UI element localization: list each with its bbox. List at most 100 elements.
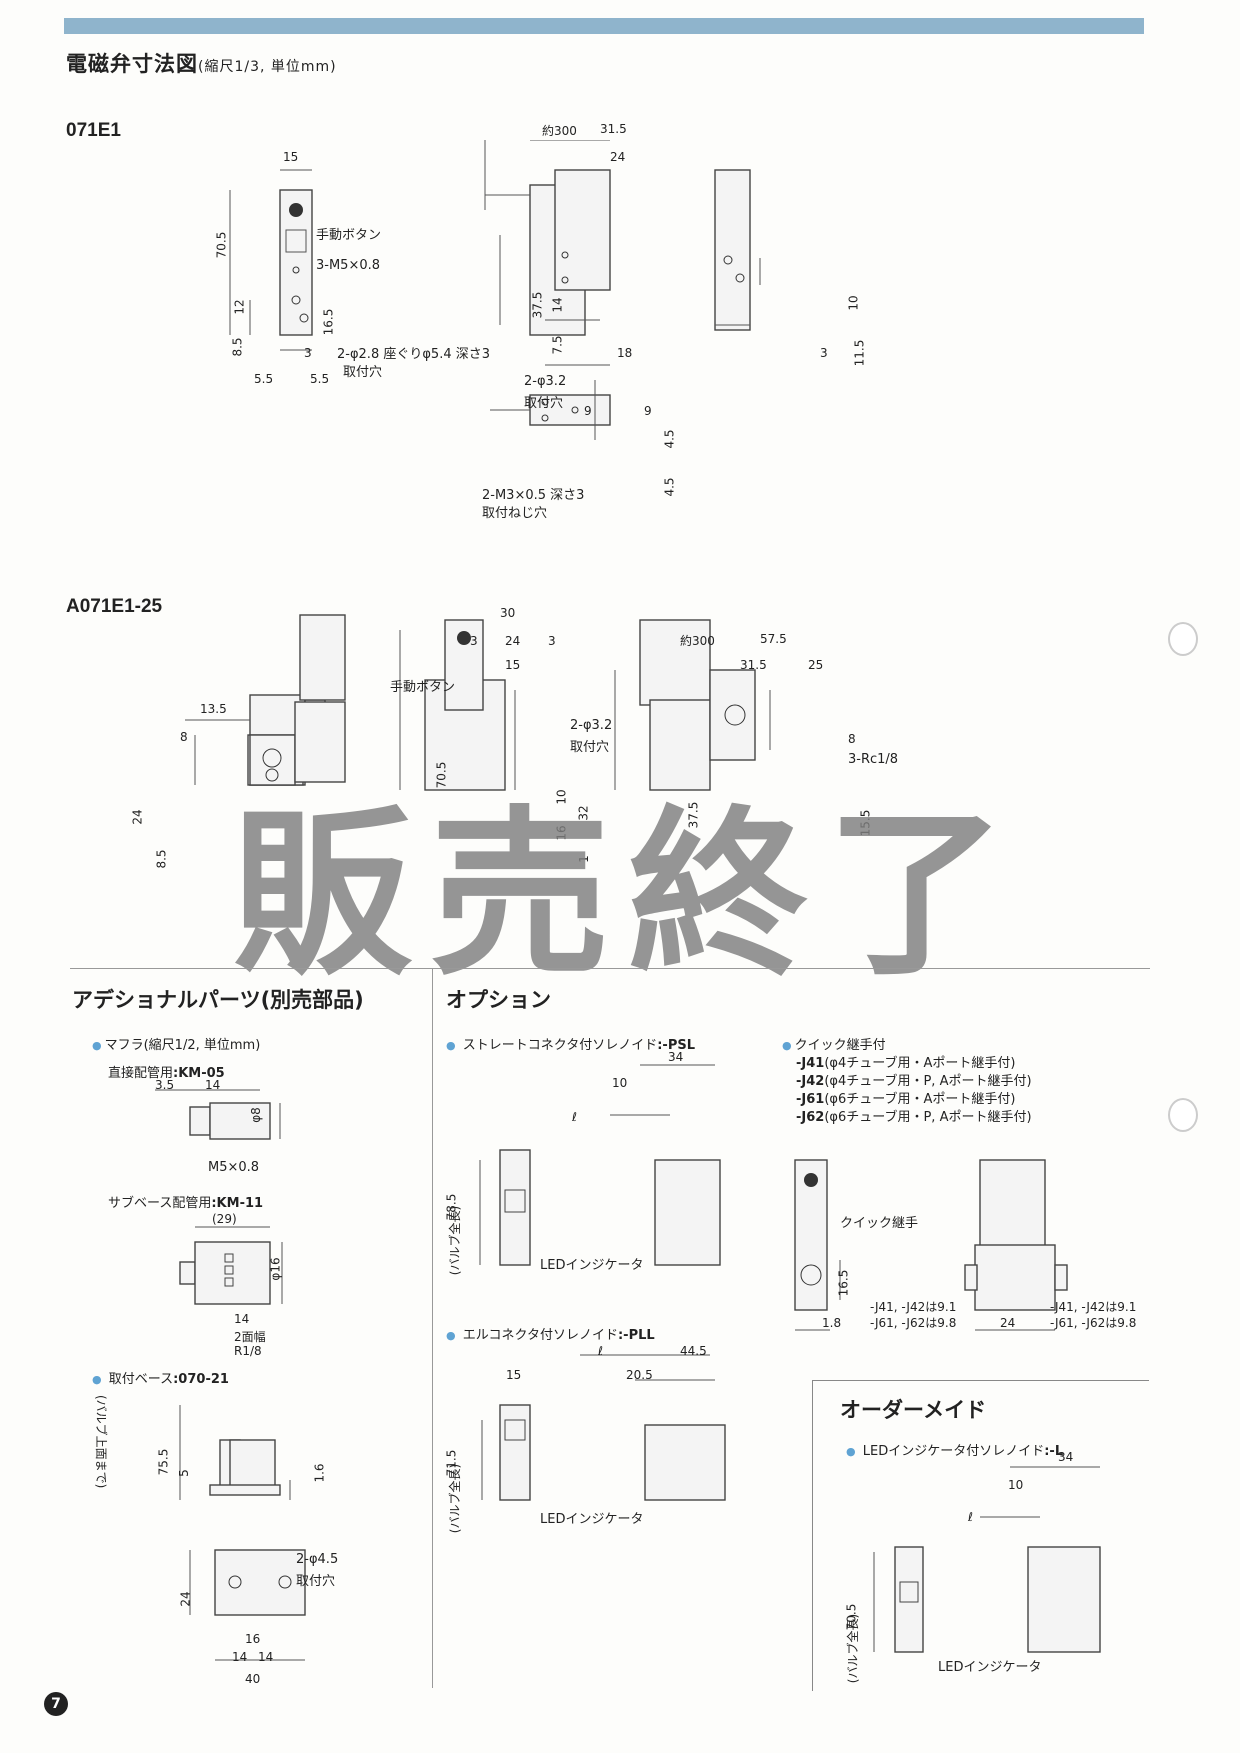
page-number: 7 (44, 1692, 68, 1716)
dim-label: (29) (212, 1212, 237, 1226)
dim-label: 8.5 (154, 849, 169, 869)
discontinued-watermark: 販売終了 (232, 791, 1025, 1000)
direct-piping-label: 直接配管用:KM-05 (108, 1066, 225, 1081)
dim-label: 24 (610, 150, 626, 164)
dim-label: 57.5 (760, 632, 787, 646)
order-made-drawing (873, 1466, 1101, 1653)
dim-label: 10 (846, 295, 861, 311)
valve-rear-body (714, 169, 751, 331)
model-071e1: 071E1 (66, 120, 121, 141)
valve-bottom-body (529, 394, 611, 426)
column-divider (432, 968, 433, 1688)
holes-label: 2-φ3.2 (570, 718, 613, 733)
dim-label: 3 (820, 346, 828, 360)
model-a071e1-25: A071E1-25 (66, 596, 163, 617)
dim-label: 10 (1008, 1478, 1024, 1492)
subbase-piping-label: サブベース配管用:KM-11 (108, 1196, 264, 1211)
dim-label: 4.5 (662, 477, 677, 497)
dim-label: φ8 (248, 1107, 263, 1123)
additional-parts-heading: アデショナルパーツ(別売部品) (72, 988, 364, 1012)
dim-label: φ16 (268, 1257, 283, 1281)
dim-label: 20.5 (626, 1368, 653, 1382)
screw-label: 取付ねじ穴 (482, 506, 548, 521)
dim-note: 14 (234, 1312, 250, 1326)
valve-side-coil (554, 169, 611, 291)
dim-label: 14 (550, 297, 565, 313)
muffler-label: マフラ(縮尺1/2, 単位mm) (92, 1034, 261, 1053)
psl-label: ストレートコネクタ付ソレノイド:-PSL (446, 1034, 695, 1053)
header-bar (64, 18, 1144, 34)
manual-button-label: 手動ボタン (390, 680, 456, 695)
dim-label: 13.5 (200, 702, 227, 716)
thread-label: M5×0.8 (208, 1160, 260, 1175)
side-holes-label: 2-φ3.2 (524, 374, 567, 389)
quick-note: -J61, -J62は9.8 (1050, 1316, 1137, 1330)
dim-label: 16.5 (836, 1269, 851, 1297)
dim-label: 24 (130, 809, 145, 825)
dim-label: 8 (180, 730, 188, 744)
ports-label: 3-M5×0.8 (316, 258, 381, 273)
base-holes-label: 2-φ4.5 (296, 1552, 339, 1567)
dim-label: 75.5 (156, 1448, 171, 1476)
dim-label: 14 (205, 1078, 221, 1092)
quick-note: -J41, -J42は9.1 (1050, 1300, 1137, 1314)
dim-note: 2面幅 (234, 1330, 266, 1344)
dim-label: 31.5 (600, 122, 627, 136)
pll-drawing (481, 1354, 726, 1501)
dim-label: 10 (612, 1076, 628, 1090)
dim-label: 34 (668, 1050, 684, 1064)
led-label: LEDインジケータ (540, 1258, 644, 1273)
mount-holes-label: 取付穴 (343, 365, 383, 380)
binder-hole (1168, 1098, 1198, 1132)
dim-label: 7.5 (550, 335, 565, 355)
section-divider (70, 968, 1150, 969)
dim-label: 25 (808, 658, 824, 672)
order-made-box (812, 1380, 1149, 1691)
dim-label: 15 (505, 658, 521, 672)
dim-label: 約300 (542, 124, 577, 138)
dim-label: 1.6 (312, 1463, 327, 1483)
quick-note: -J41, -J42は9.1 (870, 1300, 957, 1314)
dim-label: ℓ (572, 1110, 577, 1124)
dim-label: 約300 (680, 634, 715, 648)
drawing-a071e1-25 (185, 614, 771, 791)
dim-label: 15 (506, 1368, 522, 1382)
dim-label: ℓ (968, 1510, 973, 1524)
dim-note: (バルブ全長) (448, 1205, 463, 1276)
dim-label: 15 (283, 150, 299, 164)
quick-fitting-label: クイック継手 (840, 1216, 919, 1231)
side-holes-label: 取付穴 (524, 396, 564, 411)
dim-label: 3.5 (155, 1078, 175, 1092)
manual-button-label: 手動ボタン (316, 228, 382, 243)
mount-base-drawing (179, 1405, 306, 1661)
pll-label: エルコネクタ付ソレノイド:-PLL (446, 1324, 655, 1343)
quick-note: -J61, -J62は9.8 (870, 1316, 957, 1330)
page-title: 電磁弁寸法図(縮尺1/3, 単位mm) (66, 48, 337, 78)
title-text: 電磁弁寸法図 (66, 52, 198, 76)
dim-label: 9 (644, 404, 652, 418)
dim-label: 44.5 (680, 1344, 707, 1358)
dim-label: 14 (258, 1650, 274, 1664)
title-scale: (縮尺1/3, 単位mm) (198, 59, 337, 75)
dim-label: 12 (232, 299, 247, 315)
dim-label: 18 (617, 346, 633, 360)
dim-label: 5.5 (310, 372, 330, 386)
dim-label: 24 (178, 1591, 193, 1607)
psl-drawing (479, 1064, 721, 1266)
dim-label: 5.5 (254, 372, 274, 386)
dim-label: 9 (584, 404, 592, 418)
dim-label: 4.5 (662, 429, 677, 449)
dim-label: 5 (176, 1469, 191, 1477)
dim-note: R1/8 (234, 1344, 262, 1358)
mount-base-label: 取付ベース:070-21 (92, 1368, 229, 1387)
manual-button-mark (289, 203, 303, 217)
dim-label: 30 (500, 606, 516, 620)
screw-label: 2-M3×0.5 深さ3 (482, 488, 585, 503)
dim-label: 16.5 (321, 308, 336, 336)
dim-label: 24 (1000, 1316, 1016, 1330)
dim-label: 40 (245, 1672, 261, 1686)
dim-label: 34 (1058, 1450, 1074, 1464)
dim-label: 24 (505, 634, 521, 648)
muffler-direct-drawing (155, 1089, 281, 1140)
order-made-label: LEDインジケータ付ソレノイド:-L (846, 1440, 1063, 1459)
